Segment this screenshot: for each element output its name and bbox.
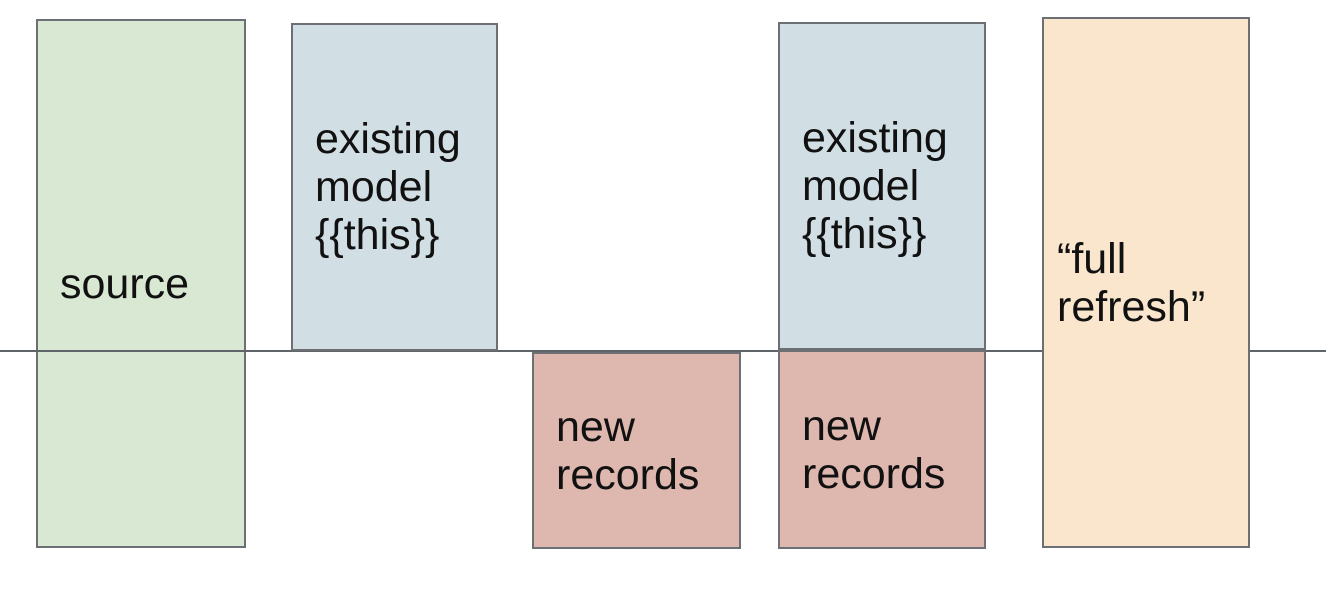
full-refresh-box: “full refresh” (1042, 17, 1250, 548)
existing-model-box-1: existing model {{this}} (291, 23, 498, 351)
source-box: source (36, 19, 246, 548)
new-records-box-2-label: new records (802, 401, 946, 498)
existing-model-box-2: existing model {{this}} (778, 22, 986, 350)
existing-model-box-2-label: existing model {{this}} (802, 114, 948, 258)
existing-model-box-1-label: existing model {{this}} (315, 115, 461, 259)
new-records-box-1-label: new records (556, 402, 700, 499)
new-records-box-1: new records (532, 352, 741, 549)
source-box-label: source (60, 259, 190, 308)
full-refresh-box-label: “full refresh” (1057, 234, 1206, 331)
timeline-divider (0, 350, 1326, 352)
new-records-box-2: new records (778, 350, 986, 549)
